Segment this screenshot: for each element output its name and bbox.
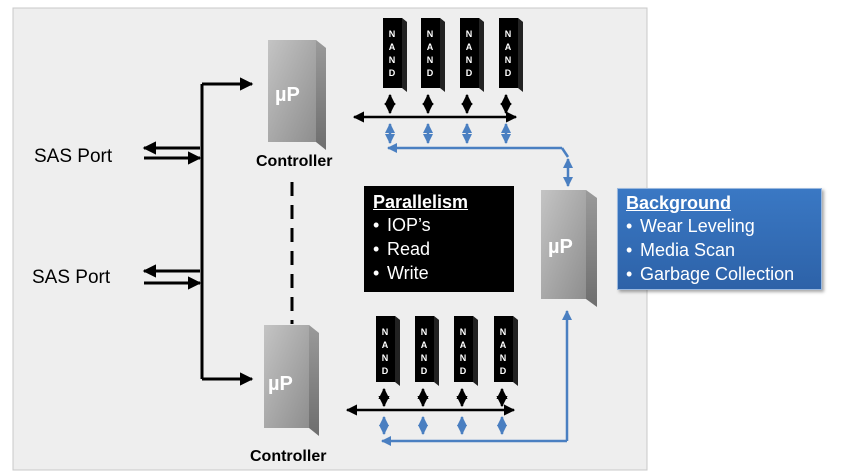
sas-port-label-bottom: SAS Port	[32, 267, 111, 288]
parallelism-list: •IOP’s •Read •Write	[373, 213, 505, 285]
controller-chip-top-label: µP	[275, 84, 300, 106]
background-bus-top	[385, 123, 573, 187]
controller-label-bottom: Controller	[250, 448, 326, 465]
parallelism-item: •Write	[373, 263, 429, 283]
background-bus-bottom	[379, 310, 572, 446]
controller-chip-bottom	[264, 325, 319, 436]
parallelism-callout: Parallelism •IOP’s •Read •Write	[364, 186, 514, 292]
background-list: •Wear Leveling •Media Scan •Garbage Coll…	[626, 214, 813, 286]
background-item: •Wear Leveling	[626, 216, 755, 236]
parallelism-item: •Read	[373, 239, 431, 259]
parallelism-heading: Parallelism	[373, 192, 469, 212]
background-callout: Background •Wear Leveling •Media Scan •G…	[617, 188, 822, 290]
background-processor-chip	[541, 190, 597, 307]
sas-port-arrows-top	[142, 141, 202, 165]
background-item: •Garbage Collection	[626, 264, 795, 284]
sas-port-label-top: SAS Port	[34, 146, 113, 167]
host-bus	[200, 77, 254, 386]
controller-chip-top	[268, 40, 326, 150]
parallelism-item: •IOP’s	[373, 215, 431, 235]
sas-port-arrows-bottom	[142, 264, 202, 290]
nand-bus-bottom	[345, 387, 516, 416]
background-heading: Background	[626, 193, 732, 213]
controller-label-top: Controller	[256, 153, 332, 170]
controller-chip-bottom-label: µP	[268, 373, 293, 395]
background-item: •Media Scan	[626, 240, 736, 260]
nand-bus-top	[352, 93, 518, 123]
background-processor-label: µP	[548, 236, 573, 258]
